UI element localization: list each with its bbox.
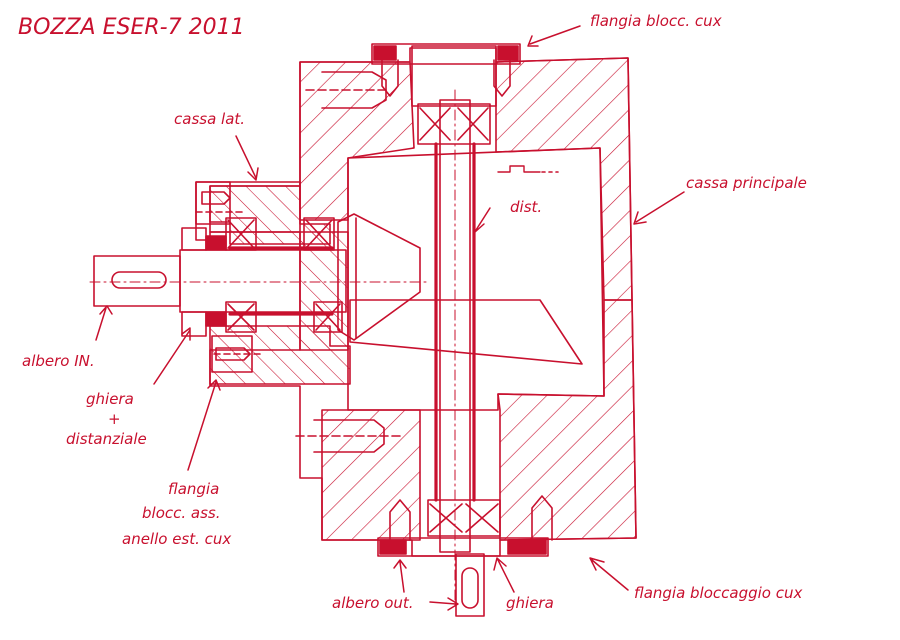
bevel-pinion [337, 213, 421, 341]
bottom-bolt-left [389, 499, 411, 541]
bottom-bolt-right [531, 495, 553, 541]
top-flange [371, 43, 521, 65]
input-flange-bottom [211, 335, 253, 373]
hatched-wall-top-right [495, 57, 633, 301]
leader-lines [95, 25, 685, 611]
top-flange-center [411, 45, 497, 107]
label-flangia-bottom: flangia bloccaggio cux [634, 584, 802, 602]
label-cassa-principale: cassa principale [686, 174, 807, 192]
title: BOZZA ESER-7 2011 [18, 15, 245, 40]
top-flange-left-block [373, 45, 397, 61]
input-bearing-right [303, 217, 335, 251]
label-ghiera-1: ghiera [86, 390, 134, 408]
input-bearing-right-bottom [313, 301, 343, 333]
label-flangia-left-2: blocc. ass. [142, 504, 221, 522]
label-ghiera-bottom: ghiera [506, 594, 554, 612]
label-albero-out: albero out. [332, 594, 414, 612]
input-bearing-left [225, 217, 257, 251]
input-shaft-key [111, 271, 167, 289]
label-cassa-lat: cassa lat. [174, 110, 245, 128]
top-bearing [417, 103, 491, 145]
side-housing-bottom-hatch [209, 325, 351, 385]
side-housing-outline [195, 181, 301, 241]
output-shaft-end [455, 553, 485, 617]
input-flange-top [195, 181, 231, 225]
input-locknut-bottom [181, 311, 207, 337]
label-albero-in: albero IN. [22, 352, 95, 370]
main-cavity [347, 147, 605, 411]
large-bevel-gear [349, 299, 583, 365]
label-ghiera-3: distanziale [66, 430, 147, 448]
label-flangia-left-3: anello est. cux [122, 530, 231, 548]
hatched-wall-bottom-left [321, 409, 421, 541]
input-shaft-outer [93, 255, 181, 307]
label-dist: dist. [510, 198, 542, 216]
top-bolt-right [493, 59, 511, 97]
bottom-bearing [427, 499, 501, 537]
bottom-flange [377, 537, 549, 557]
input-locknut-top [181, 227, 207, 251]
label-flangia-top: flangia blocc. cux [590, 12, 722, 30]
label-ghiera-2: + [108, 410, 121, 428]
top-flange-right-block [497, 45, 519, 61]
label-flangia-left-1: flangia [168, 480, 219, 498]
input-shaft-body [179, 249, 347, 313]
side-housing-top-hatch [209, 185, 331, 245]
hatched-wall-bottom-right [497, 299, 637, 541]
hatched-wall-top-left [299, 61, 415, 221]
